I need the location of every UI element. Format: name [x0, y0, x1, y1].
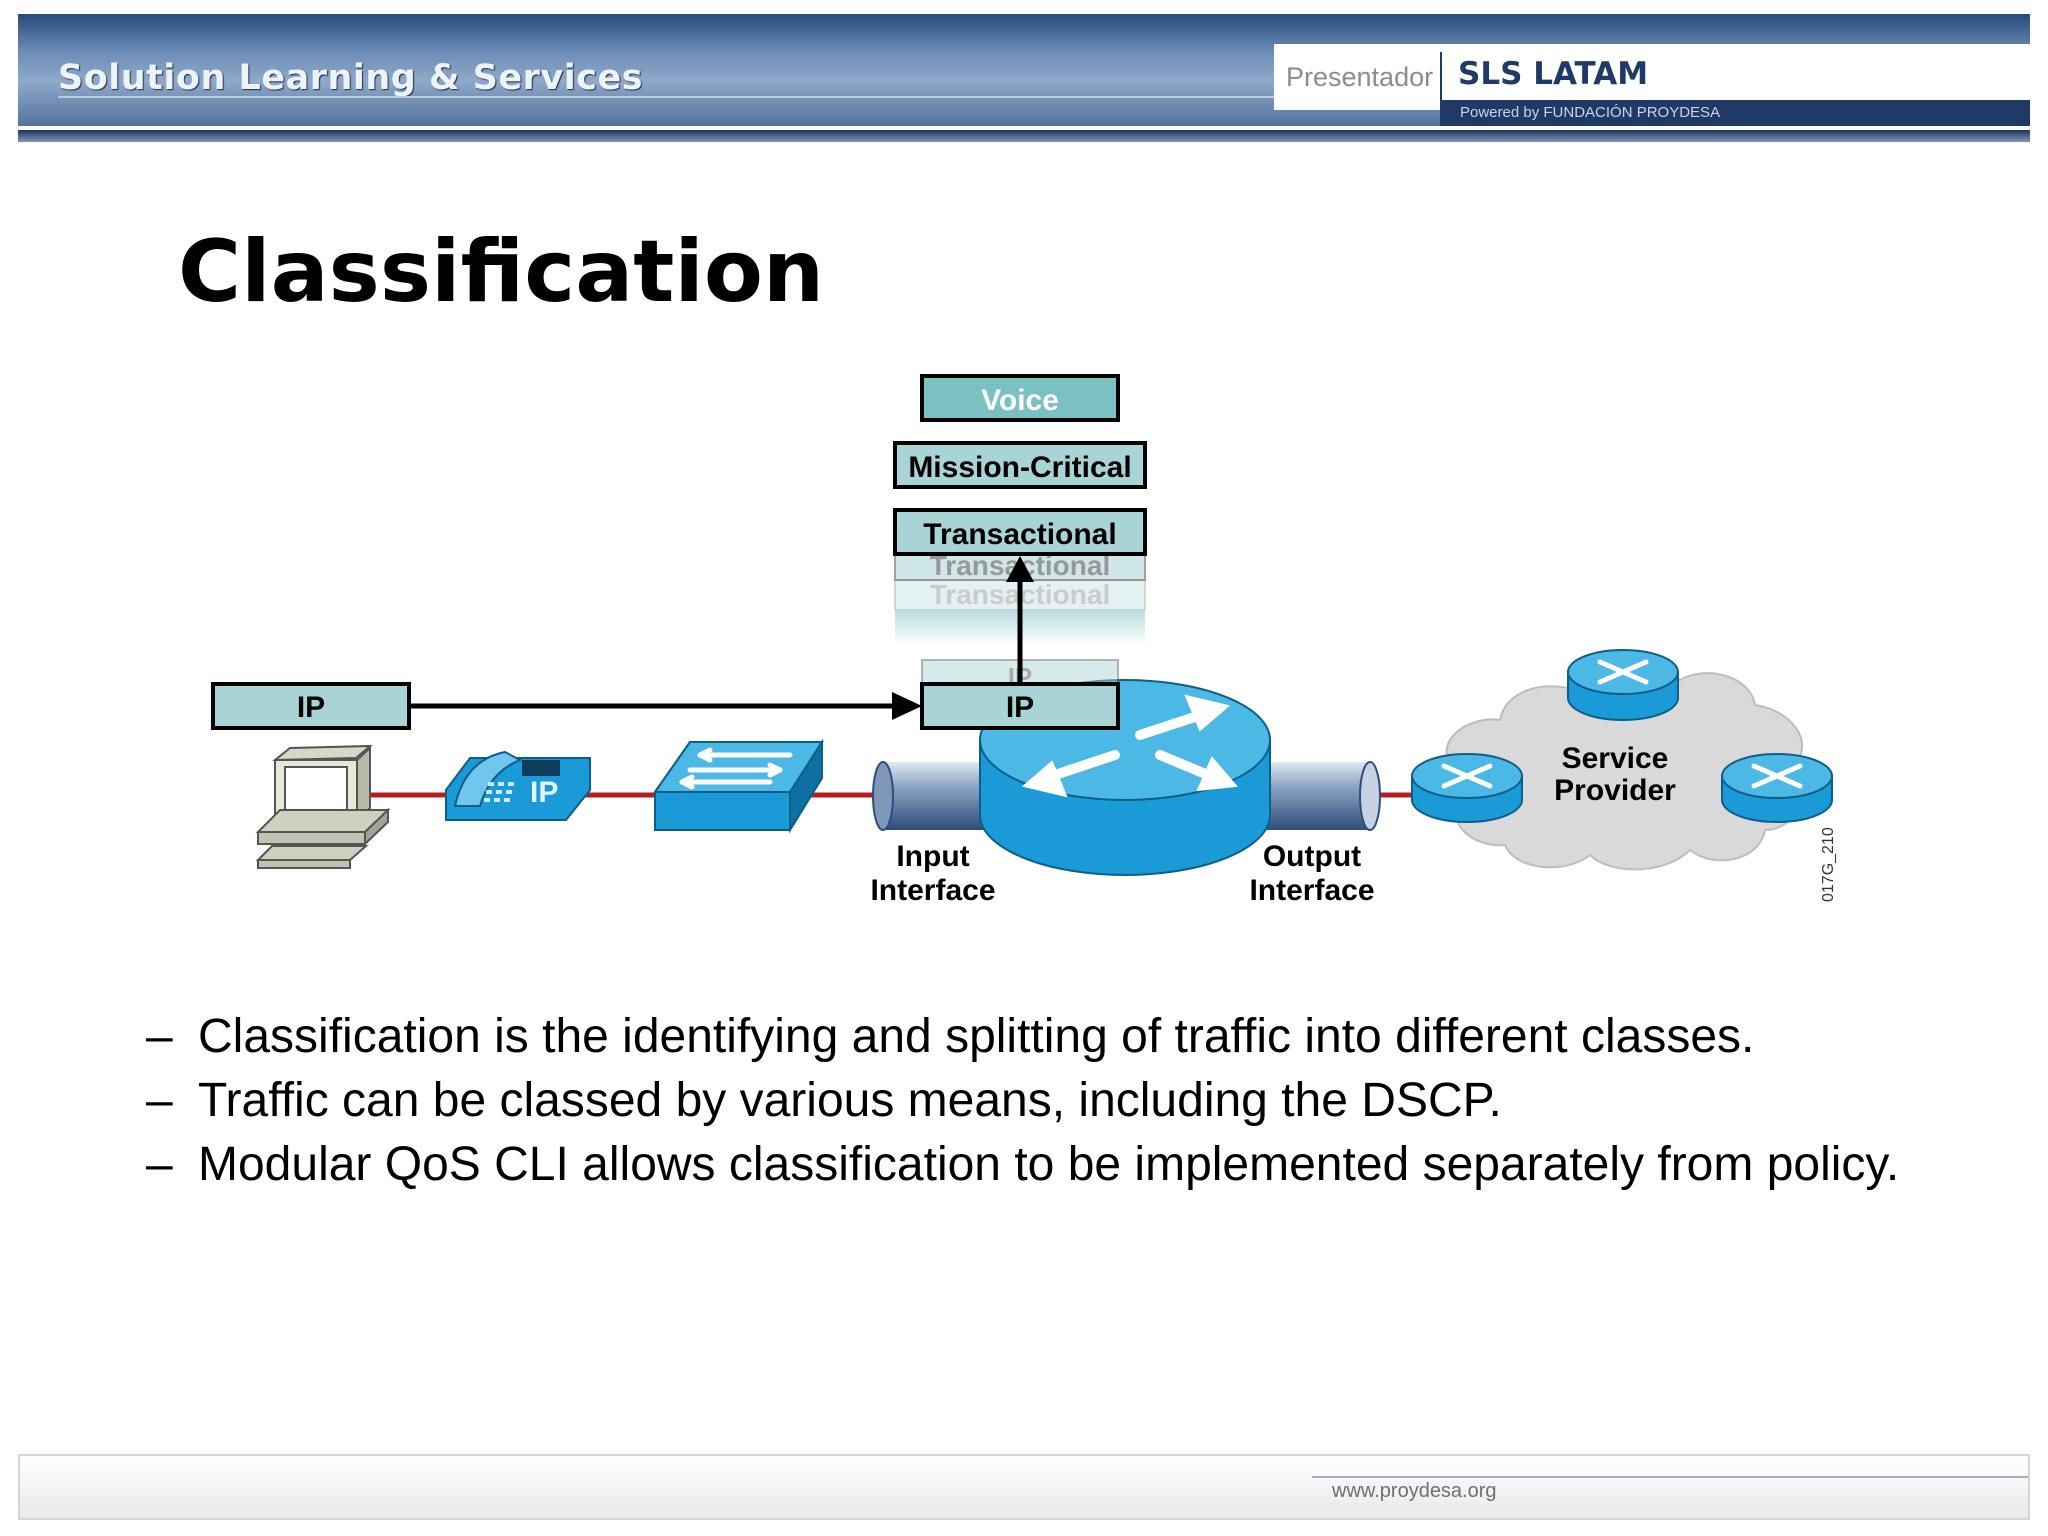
footer-url: www.proydesa.org: [1332, 1480, 1497, 1502]
router-ip-label: IP: [1006, 691, 1034, 724]
forwarding-arrowhead: [892, 692, 922, 720]
router-icon: [1567, 649, 1679, 721]
classification-arrowhead: [1006, 556, 1034, 582]
bullet-text: Modular QoS CLI allows classification to…: [198, 1138, 1900, 1191]
output-interface-label-2: Interface: [1249, 874, 1374, 907]
class-label-mission-critical: Mission-Critical: [908, 451, 1131, 484]
presentador-label: Presentador: [1286, 62, 1434, 92]
class-box-mission-critical: Mission-Critical: [893, 441, 1147, 489]
ip-phone-icon: IP: [445, 750, 591, 821]
router-icon: [979, 679, 1271, 876]
figure-id: 017G_210: [1820, 827, 1837, 902]
org-title: Solution Learning & Services: [58, 58, 644, 98]
phone-ip-label: IP: [530, 776, 558, 809]
slide-footer: www.proydesa.org: [18, 1454, 2030, 1520]
classification-diagram: IP: [211, 374, 1837, 907]
class-label-voice: Voice: [981, 384, 1059, 417]
brand-name: SLS LATAM: [1458, 56, 1649, 92]
source-ip-label: IP: [297, 691, 325, 724]
input-interface-label-1: Input: [896, 840, 969, 873]
bullet-item: – Traffic can be classed by various mean…: [146, 1074, 1966, 1128]
brand-divider: [1440, 52, 1442, 110]
source-ip-packet: IP: [211, 682, 411, 730]
bullet-text: Classification is the identifying and sp…: [198, 1010, 1755, 1063]
router-ip-packet: IP: [920, 682, 1120, 730]
brand-panel: [1274, 44, 2030, 110]
bullet-dash: –: [146, 1074, 173, 1127]
class-box-transactional: Transactional: [893, 508, 1147, 556]
bullet-dash: –: [146, 1010, 173, 1063]
class-label-transactional: Transactional: [923, 518, 1116, 551]
cloud-label-line-1: Service: [1562, 742, 1669, 775]
cloud-label-line-2: Provider: [1554, 774, 1676, 807]
router-icon: [1411, 753, 1523, 823]
class-box-voice: Voice: [920, 374, 1120, 422]
router-icon: [1721, 753, 1833, 823]
computer-icon: [255, 744, 391, 869]
switch-icon: [653, 738, 824, 834]
bullet-text: Traffic can be classed by various means,…: [198, 1074, 1502, 1127]
input-interface-label-2: Interface: [870, 874, 995, 907]
input-interface-pipe: [872, 761, 995, 831]
slide-header: Solution Learning & Services Presentador…: [18, 14, 2030, 142]
powered-by: Powered by FUNDACIÓN PROYDESA: [1440, 100, 2030, 126]
slide-title: Classification: [178, 222, 825, 322]
bullet-list: – Classification is the identifying and …: [146, 1010, 1966, 1202]
footer-rule: [1312, 1476, 2028, 1478]
output-interface-label-1: Output: [1263, 840, 1361, 873]
bullet-item: – Classification is the identifying and …: [146, 1010, 1966, 1064]
header-underline: [58, 96, 1298, 98]
bullet-dash: –: [146, 1138, 173, 1191]
bullet-item: – Modular QoS CLI allows classification …: [146, 1138, 1966, 1192]
header-bottom-stripe: [18, 130, 2030, 142]
